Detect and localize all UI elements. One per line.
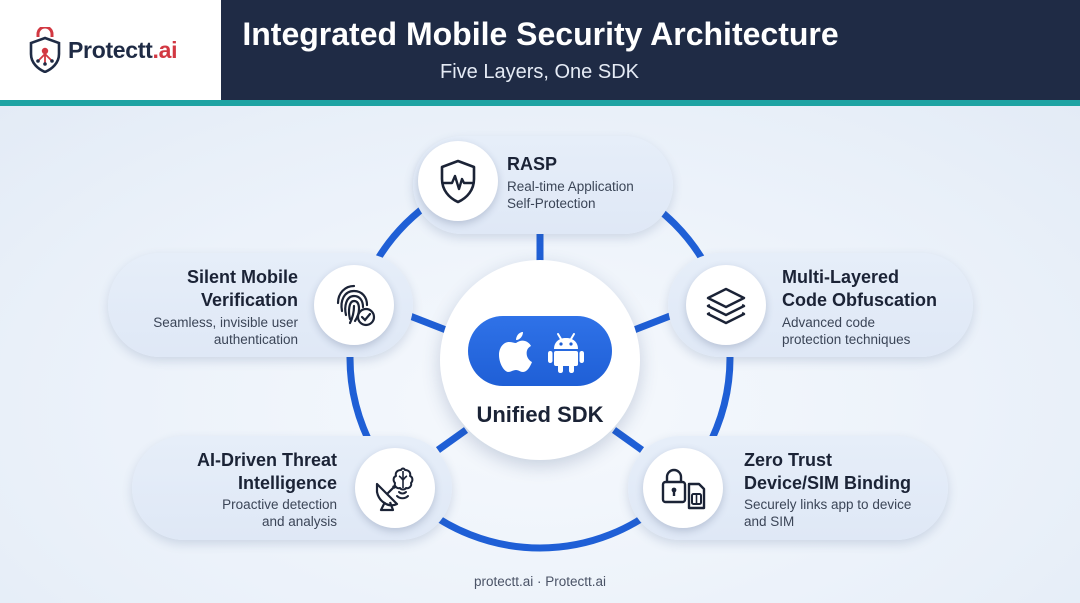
logo-text: Protectt.ai <box>68 37 178 63</box>
apple-icon <box>499 332 532 372</box>
obfuscation-title-line2: Code Obfuscation <box>782 290 938 310</box>
obfuscation-icon-badge <box>686 265 766 345</box>
lock-sim-icon <box>661 468 706 510</box>
page-subtitle: Five Layers, One SDK <box>440 61 639 83</box>
silent-desc-line1: Seamless, invisible user <box>153 315 298 330</box>
ai-desc-line2: and analysis <box>261 514 337 529</box>
fingerprint-check-icon <box>336 284 376 327</box>
zerotrust-title-line2: Device/SIM Binding <box>744 473 912 493</box>
android-icon <box>548 333 584 373</box>
unified-sdk-label: Unified SDK <box>476 402 604 427</box>
ai-icon-badge <box>355 448 435 528</box>
obfuscation-desc-line2: protection techniques <box>782 332 911 347</box>
rasp-title: RASP <box>507 154 558 174</box>
silent-title-line2: Verification <box>200 290 298 310</box>
zerotrust-desc-line2: and SIM <box>744 514 795 529</box>
silent-title-line1: Silent Mobile <box>186 267 298 287</box>
ai-title-line1: AI-Driven Threat <box>196 450 337 470</box>
silent-icon-badge <box>314 265 394 345</box>
page-title: Integrated Mobile Security Architecture <box>242 16 839 52</box>
ai-title-line2: Intelligence <box>237 473 337 493</box>
rasp-desc-line1: Real-time Application <box>507 179 634 194</box>
layers-icon <box>706 287 746 325</box>
brain-satellite-icon <box>375 467 414 512</box>
shield-lock-icon <box>29 27 61 73</box>
shield-heartbeat-icon <box>440 159 476 204</box>
obfuscation-desc-line1: Advanced code <box>782 315 876 330</box>
zerotrust-desc-line1: Securely links app to device <box>744 497 912 512</box>
logo: Protectt.ai <box>0 0 221 100</box>
zerotrust-icon-badge <box>643 448 723 528</box>
accent-divider <box>0 100 1080 106</box>
rasp-desc-line2: Self-Protection <box>507 196 596 211</box>
silent-desc-line2: authentication <box>213 332 298 347</box>
obfuscation-title-line1: Multi-Layered <box>782 267 900 287</box>
ai-desc-line1: Proactive detection <box>222 497 337 512</box>
zerotrust-title-line1: Zero Trust <box>744 450 833 470</box>
platform-pill <box>468 316 612 386</box>
rasp-icon-badge <box>418 141 498 221</box>
footer-credit: protectt.ai · Protectt.ai <box>473 574 607 589</box>
